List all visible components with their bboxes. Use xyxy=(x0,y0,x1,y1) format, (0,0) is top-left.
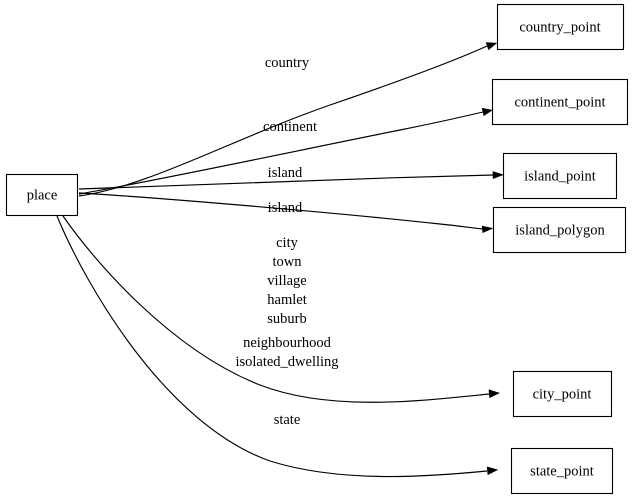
node-city_point[interactable]: city_point xyxy=(512,370,613,418)
edge-path-country xyxy=(78,45,488,197)
edge-path-state xyxy=(56,215,488,478)
node-island_point[interactable]: island_point xyxy=(502,152,618,200)
node-continent_point-box[interactable] xyxy=(491,78,629,126)
node-place-box[interactable] xyxy=(5,173,79,217)
edge-label-city-line-2: town xyxy=(273,254,303,270)
arrow-head-island-point xyxy=(492,171,504,180)
edge-label-city-line-3: village xyxy=(267,273,306,289)
node-state_point[interactable]: state_point xyxy=(510,447,614,495)
node-island_point-box[interactable] xyxy=(502,152,618,200)
node-island_polygon[interactable]: island_polygon xyxy=(492,206,627,254)
edge-place-island_point xyxy=(78,171,504,190)
edge-label-city-line-1: city xyxy=(276,235,298,251)
node-country_point-label: country_point xyxy=(519,19,600,35)
edge-path-continent xyxy=(78,111,484,195)
edge-place-island_polygon xyxy=(78,192,494,234)
arrow-head-state xyxy=(486,466,499,476)
node-country_point-box[interactable] xyxy=(496,3,625,51)
node-island_polygon-label: island_polygon xyxy=(515,222,605,238)
edge-label-state: state xyxy=(274,412,301,428)
edge-place-country_point xyxy=(78,42,498,197)
edge-label-island-point: island xyxy=(268,165,303,181)
node-city_point-box[interactable] xyxy=(512,370,613,418)
node-state_point-box[interactable] xyxy=(510,447,614,495)
node-continent_point[interactable]: continent_point xyxy=(491,78,629,126)
node-city_point-label: city_point xyxy=(533,386,592,402)
arrow-head-continent xyxy=(481,107,493,117)
edge-path-city xyxy=(62,215,490,403)
edge-label-city-line-6: neighbourhood xyxy=(243,335,332,351)
edge-path-island-polygon xyxy=(78,192,484,230)
edge-place-city_point xyxy=(62,215,501,403)
arrow-head-country xyxy=(485,42,498,51)
edge-label-city-line-7: isolated_dwelling xyxy=(235,354,338,370)
edge-label-country: country xyxy=(265,55,310,71)
arrow-head-island-polygon xyxy=(481,225,494,234)
edge-place-state_point xyxy=(56,215,499,478)
node-island_point-label: island_point xyxy=(524,168,596,184)
edge-label-continent: continent xyxy=(263,119,317,135)
node-country_point[interactable]: country_point xyxy=(496,3,625,51)
edge-label-city-line-4: hamlet xyxy=(267,292,306,308)
node-island_polygon-box[interactable] xyxy=(492,206,627,254)
node-place[interactable]: place xyxy=(5,173,79,217)
edge-label-island-polygon: island xyxy=(268,200,303,216)
node-state_point-label: state_point xyxy=(530,463,594,479)
node-place-label: place xyxy=(27,187,58,203)
node-continent_point-label: continent_point xyxy=(514,94,605,110)
edge-label-city-multiline: city town village hamlet suburb neighbou… xyxy=(235,235,338,370)
edge-path-island-point xyxy=(78,174,494,190)
edge-place-continent_point xyxy=(78,107,493,195)
arrow-head-city xyxy=(488,389,501,399)
edge-label-city-line-5: suburb xyxy=(267,311,306,327)
